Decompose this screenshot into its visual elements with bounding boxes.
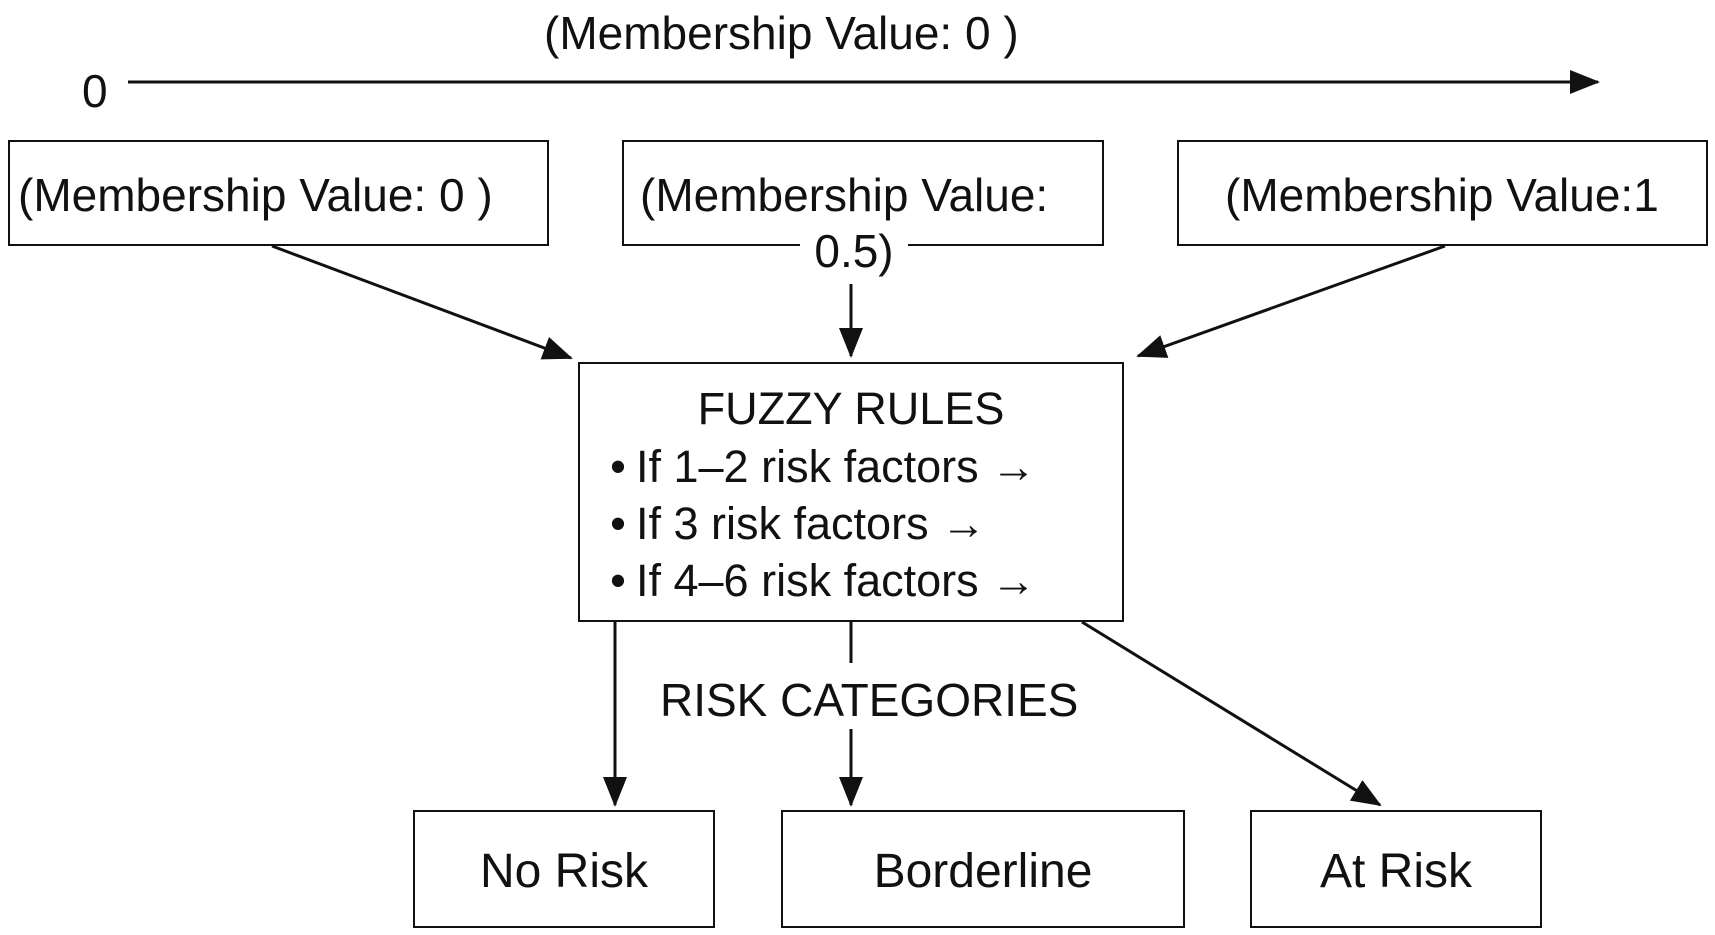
category-no-risk-label: No Risk <box>479 845 649 898</box>
rule-item-2: •If 3 risk factors → <box>600 501 986 546</box>
arrow-input1-to-rules <box>271 244 573 360</box>
input-box-membership-0: (Membership Value: 0 ) <box>8 140 549 246</box>
arrow-input3-to-rules <box>1136 244 1446 358</box>
category-borderline-label: Borderline <box>873 845 1093 898</box>
input-box-3-label: (Membership Value:1 <box>1225 169 1659 221</box>
bullet-icon: • <box>610 555 626 606</box>
bullet-icon: • <box>610 498 626 549</box>
category-at-risk-label: At Risk <box>1319 845 1472 898</box>
input-box-2-label-line1: (Membership Value: <box>640 169 1049 221</box>
input-box-membership-1: (Membership Value:1 <box>1177 140 1708 246</box>
rule-item-3-text: If 4–6 risk factors → <box>636 555 1037 606</box>
category-box-borderline: Borderline <box>781 810 1185 928</box>
arrow-rules-to-at-risk <box>1081 620 1382 807</box>
axis-top-label: (Membership Value: 0 ) <box>544 7 1019 59</box>
category-box-at-risk: At Risk <box>1250 810 1542 928</box>
fuzzy-rules-title: FUZZY RULES <box>697 383 1005 434</box>
risk-categories-label: RISK CATEGORIES <box>660 674 1079 726</box>
bullet-icon: • <box>610 441 626 492</box>
rule-item-2-text: If 3 risk factors → <box>636 498 987 549</box>
rule-item-1-text: If 1–2 risk factors → <box>636 441 1037 492</box>
input-box-1-label: (Membership Value: 0 ) <box>18 169 493 221</box>
rule-item-1: •If 1–2 risk factors → <box>600 444 1036 489</box>
fuzzy-rules-box: FUZZY RULES •If 1–2 risk factors → •If 3… <box>578 362 1124 622</box>
input-box-2-label-line2: 0.5) <box>800 224 908 284</box>
category-box-no-risk: No Risk <box>413 810 715 928</box>
axis-start-label: 0 <box>82 65 108 117</box>
rule-item-3: •If 4–6 risk factors → <box>600 558 1036 603</box>
